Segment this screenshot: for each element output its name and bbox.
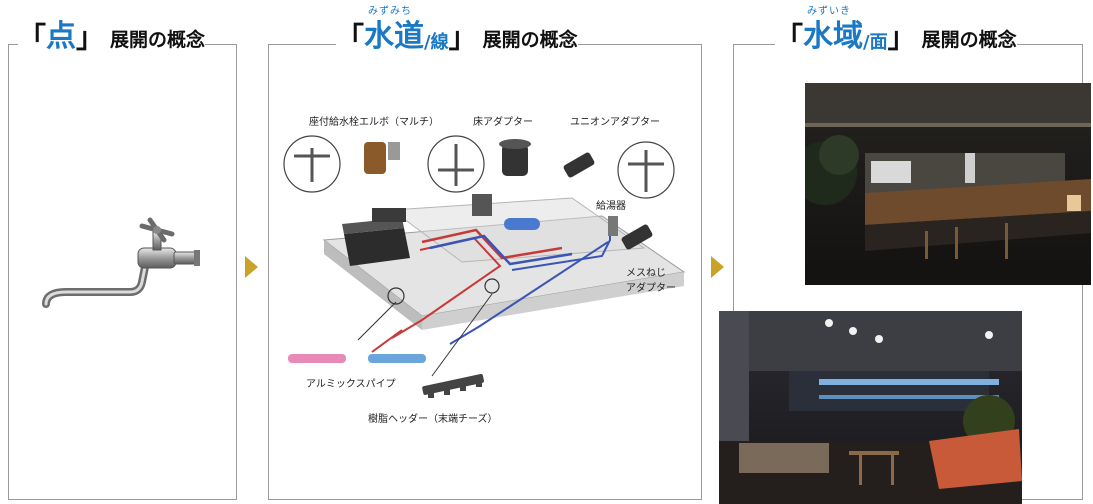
faucet-icon <box>42 217 200 308</box>
arrow-right-icon <box>711 256 724 278</box>
label-water-heater: 給湯器 <box>596 201 626 212</box>
label-floor-adapter: 床アダプター <box>473 117 533 128</box>
label-female-adapter-2: アダプター <box>626 283 676 294</box>
label-elbow: 座付給水栓エルボ（マルチ） <box>309 117 439 128</box>
label-female-adapter-1: メスねじ <box>626 268 666 279</box>
label-header: 樹脂ヘッダー（末端チーズ） <box>368 414 498 425</box>
title-area: 「みずいき水域/面」展開の概念 <box>775 6 1017 54</box>
title-area-suffix: 展開の概念 <box>921 29 1017 51</box>
title-line-suffix: 展開の概念 <box>482 29 578 51</box>
title-point: 「点」展開の概念 <box>18 19 206 54</box>
plumbing-diagram <box>283 135 686 398</box>
title-area-main: みずいき水域 <box>803 6 864 54</box>
showroom-living-photo <box>719 311 1022 504</box>
label-union-adapter: ユニオンアダプター <box>570 117 660 128</box>
arrow-right-icon <box>245 256 258 278</box>
title-area-sub: /面 <box>863 32 888 53</box>
title-line: 「みずみち水道/線」展開の概念 <box>336 6 578 54</box>
title-line-sub: /線 <box>424 32 449 53</box>
label-pipe: アルミックスパイプ <box>306 379 396 390</box>
showroom-kitchen-photo <box>805 83 1091 285</box>
title-line-main: みずみち水道 <box>364 6 425 54</box>
title-point-main: 点 <box>46 19 77 54</box>
title-point-suffix: 展開の概念 <box>110 29 206 51</box>
title-area-ruby: みずいき <box>807 6 852 17</box>
title-line-ruby: みずみち <box>368 6 413 17</box>
